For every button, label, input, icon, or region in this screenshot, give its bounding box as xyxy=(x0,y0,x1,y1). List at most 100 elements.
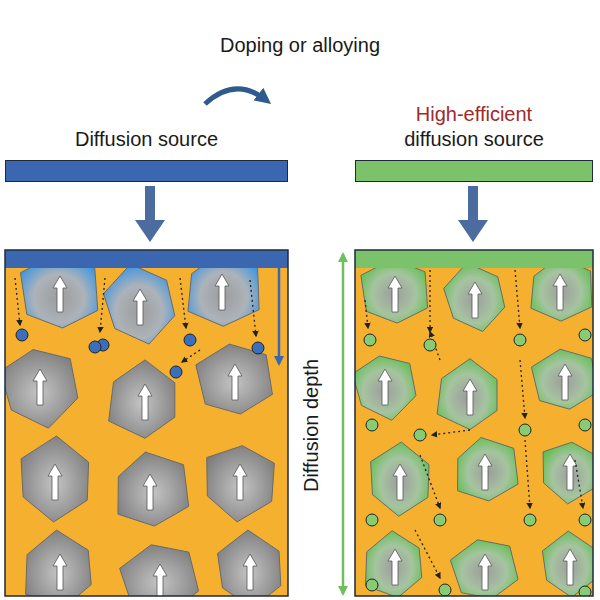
magnetization-arrow xyxy=(378,369,392,405)
grain xyxy=(109,360,175,438)
diffusing-atom xyxy=(364,334,376,346)
diffusing-atom xyxy=(424,339,436,351)
diffusion-path xyxy=(420,455,440,508)
grain xyxy=(444,263,505,332)
magnetization-arrow xyxy=(143,474,157,510)
diffusion-path xyxy=(415,530,440,578)
grain xyxy=(531,349,593,409)
grain xyxy=(450,540,518,596)
down-arrow xyxy=(145,186,155,222)
grain xyxy=(118,452,189,526)
grain xyxy=(26,530,92,596)
down-arrow xyxy=(468,186,478,222)
magnetization-arrow xyxy=(563,549,577,585)
magnetization-arrow xyxy=(233,464,247,500)
diffusing-atom xyxy=(434,514,446,526)
axis-label: Diffusion depth xyxy=(301,358,324,491)
diffusing-atom xyxy=(579,329,591,341)
magnetization-arrow xyxy=(138,384,152,420)
magnetization-arrow xyxy=(133,289,147,325)
curved-arrow xyxy=(205,89,266,104)
grain xyxy=(21,436,89,522)
diffusion-path xyxy=(520,360,525,418)
diffusing-atom xyxy=(514,334,526,346)
grain xyxy=(366,531,422,596)
source-title: Diffusion source xyxy=(75,127,218,152)
diffusing-atom xyxy=(366,514,378,526)
magnetization-arrow xyxy=(53,276,67,312)
diffusing-atom xyxy=(439,584,451,596)
right-panel xyxy=(352,250,597,599)
diffusion-path xyxy=(365,300,368,328)
magnetization-arrow xyxy=(243,554,257,590)
grain xyxy=(361,259,428,323)
magnetization-arrow xyxy=(33,369,47,405)
magnetization-arrow xyxy=(478,554,492,590)
magnetization-arrow xyxy=(478,454,492,490)
magnetization-arrow xyxy=(553,274,567,310)
grain xyxy=(103,264,174,344)
down-arrow-head xyxy=(458,220,488,242)
diffusion-path xyxy=(575,460,583,508)
grain xyxy=(371,442,429,516)
magnetization-arrow xyxy=(463,379,477,415)
magnetization-arrow xyxy=(468,282,482,318)
grain xyxy=(543,442,593,504)
diffusion-path xyxy=(182,350,200,362)
grain-group xyxy=(355,257,593,596)
magnetization-arrow xyxy=(228,364,242,400)
source-title: High-efficient xyxy=(416,102,532,127)
magnetization-arrow xyxy=(215,274,229,310)
panel-border xyxy=(5,250,288,596)
grain xyxy=(355,356,416,420)
diffusing-atom xyxy=(89,341,101,353)
magnetization-arrow xyxy=(388,549,402,585)
diffusing-atom xyxy=(252,342,264,354)
grain xyxy=(542,531,593,596)
source-layer xyxy=(355,250,593,268)
diffusion-path xyxy=(432,430,470,435)
diffusion-path xyxy=(515,270,520,328)
process-label: Doping or alloying xyxy=(220,34,380,57)
magnetization-arrow xyxy=(53,554,67,590)
panel-border xyxy=(355,250,593,596)
magnetization-arrow xyxy=(558,364,572,400)
diffusion-path xyxy=(525,440,530,508)
diffusion-path xyxy=(15,278,20,325)
source-layer xyxy=(5,250,288,268)
diffusing-atom xyxy=(366,579,378,591)
diffusing-atom xyxy=(170,366,182,378)
left-panel xyxy=(0,250,288,600)
grain xyxy=(218,530,281,596)
magnetization-arrow xyxy=(153,564,167,596)
diffusing-atom xyxy=(524,514,536,526)
magnetization-arrow xyxy=(388,276,402,312)
grain xyxy=(458,437,519,500)
down-arrow-head xyxy=(135,220,165,242)
diffusing-atom xyxy=(579,514,591,526)
grain-group xyxy=(5,252,281,596)
diffusion-source: Diffusion source xyxy=(5,127,288,182)
grain xyxy=(437,359,497,430)
magnetization-arrow xyxy=(48,464,62,500)
magnetization-arrow xyxy=(393,464,407,500)
source-title: diffusion source xyxy=(404,127,544,152)
diffusing-atom xyxy=(579,586,591,596)
diffusion-path xyxy=(100,278,105,332)
source-bar xyxy=(5,160,288,182)
depth-arrow xyxy=(278,256,281,364)
depth-arrow xyxy=(342,254,345,594)
diffusion-path xyxy=(250,280,256,336)
diffusing-atom xyxy=(16,329,28,341)
source-bar xyxy=(355,160,593,182)
diffusing-atom xyxy=(579,419,591,431)
grain xyxy=(120,545,199,596)
diffusing-atom xyxy=(414,429,426,441)
diffusion-path xyxy=(429,270,430,332)
diffusing-atom xyxy=(519,424,531,436)
grain xyxy=(196,344,273,414)
diffusing-atom xyxy=(366,419,378,431)
diffusing-atom xyxy=(184,334,196,346)
